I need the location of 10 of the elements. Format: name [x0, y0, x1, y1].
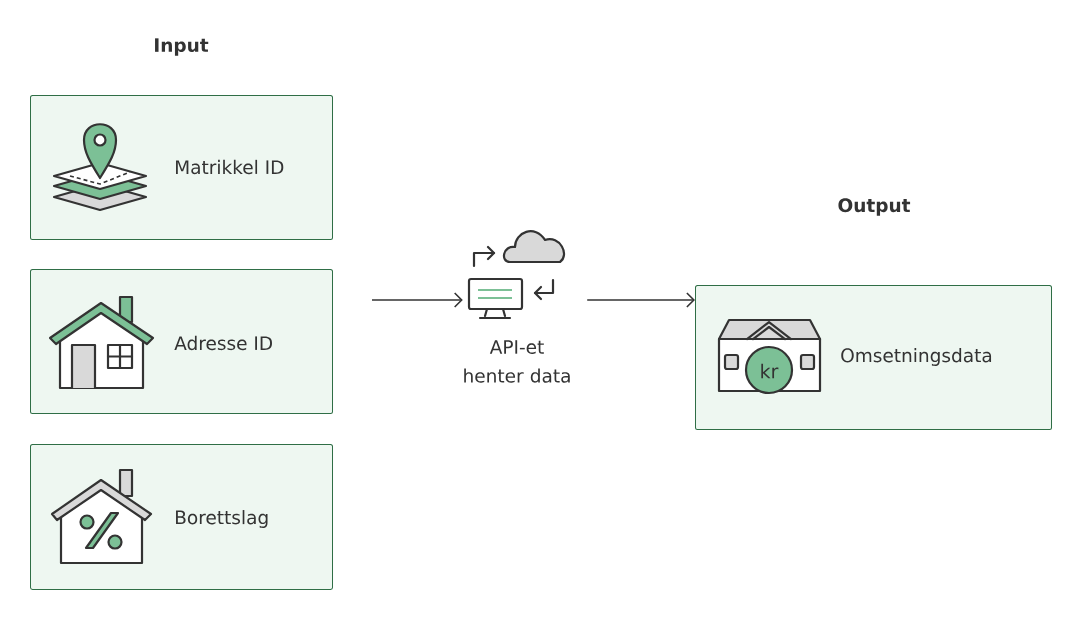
card-label: Borettslag: [176, 510, 268, 528]
arrow: [371, 292, 463, 308]
card-label: Matrikkel ID: [176, 159, 284, 175]
section-heading: Output: [838, 198, 911, 216]
currency-symbol: kr: [761, 363, 779, 379]
card-label: Omsetningsdata: [841, 348, 992, 366]
card-label: Adresse ID: [174, 335, 272, 351]
arrow: [586, 292, 695, 308]
step-label: API-et henter data: [464, 340, 570, 383]
section-heading: Input: [155, 38, 209, 56]
